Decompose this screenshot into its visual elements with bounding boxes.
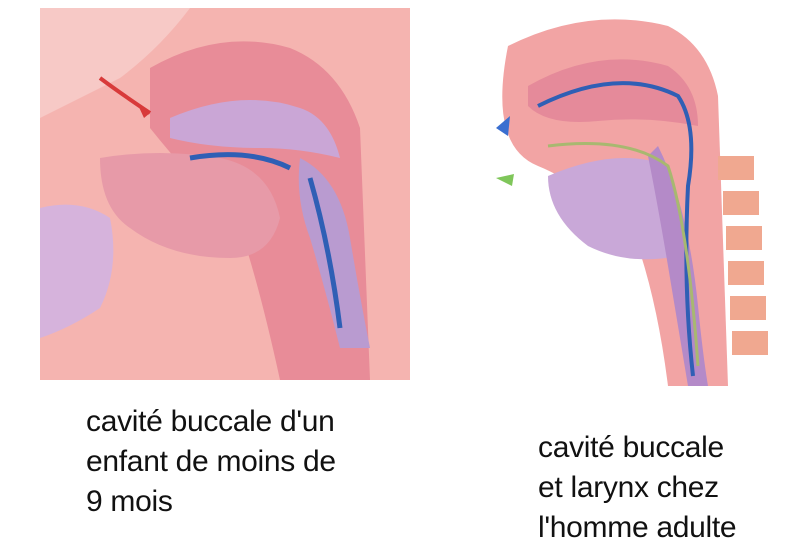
infant-caption: cavité buccale d'un enfant de moins de 9… [86,402,336,522]
caption-line: 9 mois [86,482,336,522]
vertebra [730,296,766,320]
caption-line: enfant de moins de [86,442,336,482]
vertebra [732,331,768,355]
caption-line: et larynx chez [538,468,736,508]
adult-caption: cavité buccale et larynx chez l'homme ad… [538,428,736,548]
infant-oral-cavity-illustration [40,8,410,380]
caption-line: l'homme adulte [538,508,736,548]
caption-line: cavité buccale [538,428,736,468]
adult-oral-cavity-illustration [468,6,778,416]
vertebra [718,156,754,180]
vertebra [723,191,759,215]
caption-line: cavité buccale d'un [86,402,336,442]
vertebra [728,261,764,285]
vertebra [726,226,762,250]
